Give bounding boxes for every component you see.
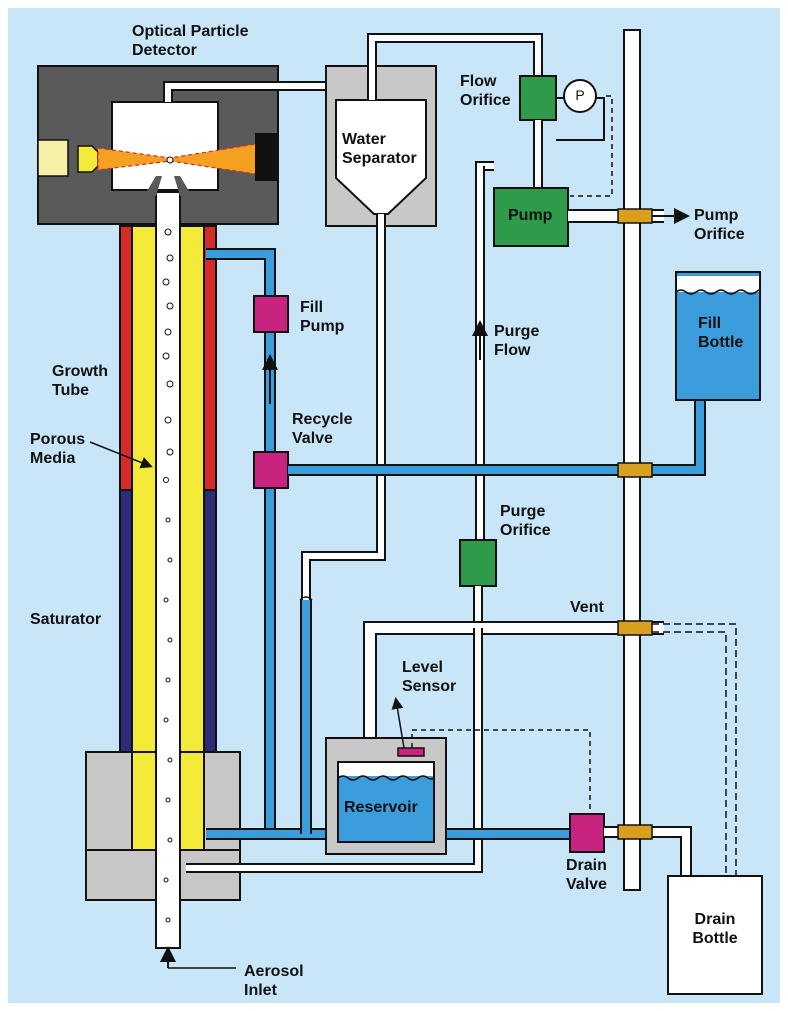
flow-orifice[interactable] xyxy=(519,75,557,121)
pressure-gauge-label: P xyxy=(575,87,585,103)
photodetector xyxy=(255,133,279,181)
saturator-label: Saturator xyxy=(30,611,102,628)
porous-media-pointer xyxy=(89,441,153,469)
purge-orifice[interactable] xyxy=(459,539,497,587)
vertical-rod xyxy=(623,29,641,891)
recycle-valve[interactable] xyxy=(253,451,289,489)
particle-in-beam xyxy=(166,156,174,164)
pump-label: Pump xyxy=(508,207,553,224)
fill-pump[interactable] xyxy=(253,295,289,333)
aerosol-channel xyxy=(155,191,181,949)
laser-lens xyxy=(77,145,99,173)
vent-label: Vent xyxy=(570,599,604,616)
reservoir-label: Reservoir xyxy=(344,799,418,816)
pump[interactable] xyxy=(493,187,569,247)
particles xyxy=(162,228,174,923)
drain-bottle xyxy=(667,875,763,995)
pressure-gauge xyxy=(563,79,597,113)
laser-source xyxy=(37,139,69,177)
level-sensor xyxy=(397,747,425,757)
detector-chamber xyxy=(111,101,219,191)
vent-orifice xyxy=(617,620,653,636)
drain-valve[interactable] xyxy=(569,813,605,853)
water-separator-funnel xyxy=(335,99,427,215)
pump-orifice xyxy=(617,208,653,224)
